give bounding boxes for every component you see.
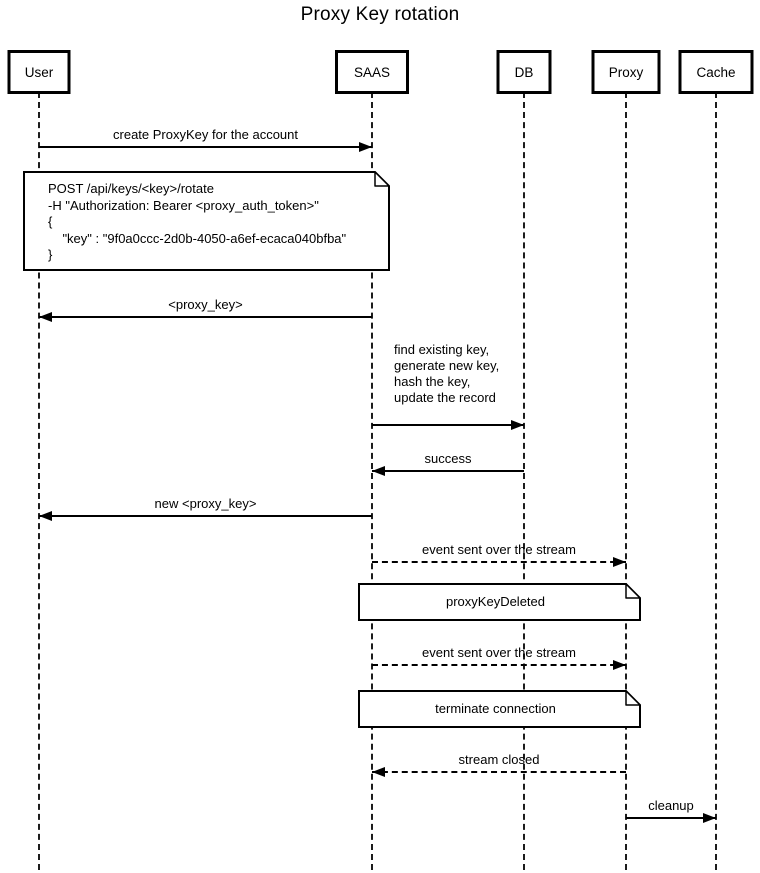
lifeline-saas [371, 92, 373, 870]
note-line: -H "Authorization: Bearer <proxy_auth_to… [48, 197, 319, 213]
note-terminate-connection: terminate connection [358, 690, 641, 728]
arrowhead-right-icon [613, 557, 626, 567]
note-fold-icon [625, 583, 641, 599]
arrowhead-right-icon [511, 420, 524, 430]
note-shape [23, 171, 390, 271]
lifeline-proxy [625, 92, 627, 870]
message-line-proxy-key-response [39, 316, 372, 318]
note-line: POST /api/keys/<key>/rotate [48, 181, 214, 196]
note-fold-icon [374, 171, 390, 187]
note-line: } [48, 247, 53, 262]
note-text-rotate-request: POST /api/keys/<key>/rotate-H "Authoriza… [23, 171, 390, 271]
message-label-create-proxykey: create ProxyKey for the account [113, 127, 298, 142]
arrowhead-left-icon [372, 767, 385, 777]
arrowhead-right-icon [703, 813, 716, 823]
actor-label-proxy: Proxy [608, 64, 644, 80]
arrowhead-left-icon [372, 466, 385, 476]
actor-label-cache: Cache [696, 64, 736, 80]
actor-label-db: DB [514, 64, 534, 80]
message-line-create-proxykey [39, 146, 372, 148]
message-label-cleanup: cleanup [648, 798, 694, 813]
note-line: "key" : "9f0a0ccc-2d0b-4050-a6ef-ecaca04… [48, 230, 347, 246]
message-line-db-update [372, 424, 524, 426]
message-label-stream-closed: stream closed [458, 752, 540, 767]
arrowhead-right-icon [359, 142, 372, 152]
note-text-proxy-key-deleted: proxyKeyDeleted [358, 583, 641, 621]
message-label-new-proxy-key: new <proxy_key> [154, 496, 257, 511]
note-text-terminate-connection: terminate connection [358, 690, 641, 728]
lifeline-cache [715, 92, 717, 870]
actor-box-saas: SAAS [335, 50, 409, 94]
actor-box-user: User [7, 50, 71, 94]
message-line-event-stream-1 [372, 561, 626, 563]
actor-label-saas: SAAS [353, 64, 391, 80]
note-proxy-key-deleted: proxyKeyDeleted [358, 583, 641, 621]
arrowhead-left-icon [39, 312, 52, 322]
message-line-db-success [372, 470, 524, 472]
message-label-proxy-key-response: <proxy_key> [168, 297, 243, 312]
message-label-event-stream-1: event sent over the stream [422, 542, 576, 557]
lifeline-db [523, 92, 525, 870]
lifeline-user [38, 92, 40, 870]
note-shape [358, 583, 641, 621]
message-line-event-stream-2 [372, 664, 626, 666]
note-line: proxyKeyDeleted [446, 593, 545, 609]
message-line-new-proxy-key [39, 515, 372, 517]
message-label-db-update: find existing key, generate new key, has… [394, 342, 500, 405]
note-line: { [48, 214, 53, 229]
message-line-cleanup [626, 817, 716, 819]
message-line-stream-closed [372, 771, 626, 773]
message-label-db-success: success [424, 451, 472, 466]
note-shape [358, 690, 641, 728]
arrowhead-right-icon [613, 660, 626, 670]
note-fold-icon [625, 690, 641, 706]
actor-box-cache: Cache [678, 50, 754, 94]
message-label-event-stream-2: event sent over the stream [422, 645, 576, 660]
actor-label-user: User [24, 64, 54, 80]
arrowhead-left-icon [39, 511, 52, 521]
actor-box-proxy: Proxy [591, 50, 661, 94]
note-line: terminate connection [435, 700, 556, 716]
actor-box-db: DB [496, 50, 552, 94]
note-rotate-request: POST /api/keys/<key>/rotate-H "Authoriza… [23, 171, 390, 271]
diagram-title: Proxy Key rotation [300, 4, 460, 25]
